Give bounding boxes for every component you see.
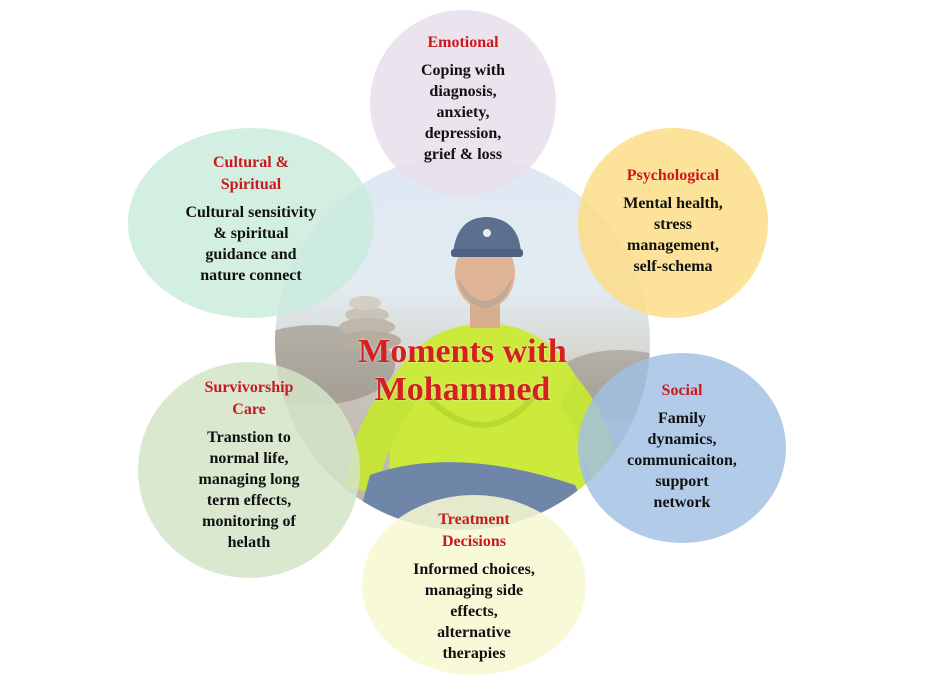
- cultural-title-line1: Cultural &: [213, 154, 289, 171]
- social-line: network: [653, 494, 711, 511]
- psychological-line: stress: [654, 216, 692, 233]
- survivorship-line: Transtion to: [207, 429, 291, 446]
- cultural-spiritual-body: Cultural sensitivity & spiritual guidanc…: [128, 202, 374, 286]
- treatment-title: Treatment Decisions: [362, 509, 586, 553]
- survivorship-line: managing long: [198, 471, 300, 488]
- emotional-line: diagnosis,: [429, 83, 497, 100]
- cultural-spiritual-title: Cultural & Spiritual: [128, 152, 374, 196]
- survivorship-line: monitoring of: [202, 513, 296, 530]
- psychological-circle: Psychological Mental health, stress mana…: [578, 128, 768, 318]
- social-title: Social: [661, 382, 703, 399]
- emotional-line: Coping with: [420, 62, 506, 79]
- survivorship-title-line2: Care: [232, 401, 266, 418]
- social-line: Family: [658, 410, 706, 427]
- emotional-line: depression,: [424, 125, 502, 142]
- survivorship-care-circle: Survivorship Care Transtion to normal li…: [138, 362, 360, 578]
- treatment-line: managing side: [424, 582, 524, 599]
- psychological-body: Mental health, stress management, self-s…: [578, 193, 768, 277]
- social-line: support: [655, 473, 709, 490]
- psychological-title: Psychological: [626, 167, 720, 184]
- emotional-body: Coping with diagnosis, anxiety, depressi…: [370, 60, 556, 165]
- social-body: Family dynamics, communicaiton, support …: [578, 408, 786, 513]
- treatment-line: alternative: [437, 624, 511, 641]
- social-line: communicaiton,: [627, 452, 737, 469]
- treatment-line: therapies: [442, 645, 506, 662]
- social-circle: Social Family dynamics, communicaiton, s…: [578, 353, 786, 543]
- treatment-decisions-circle: Treatment Decisions Informed choices, ma…: [362, 495, 586, 675]
- emotional-circle: Emotional Coping with diagnosis, anxiety…: [370, 10, 556, 196]
- treatment-line: effects,: [450, 603, 498, 620]
- cultural-line: nature connect: [200, 267, 302, 284]
- psychological-line: self-schema: [633, 258, 713, 275]
- psychological-line: management,: [627, 237, 719, 254]
- survivorship-title: Survivorship Care: [138, 377, 360, 421]
- emotional-line: anxiety,: [436, 104, 490, 121]
- cultural-line: & spiritual: [213, 225, 289, 242]
- treatment-title-line1: Treatment: [438, 511, 510, 528]
- social-line: dynamics,: [647, 431, 717, 448]
- emotional-line: grief & loss: [423, 146, 503, 163]
- emotional-title: Emotional: [427, 34, 499, 51]
- treatment-line: Informed choices,: [413, 561, 535, 578]
- survivorship-line: term effects,: [206, 492, 292, 509]
- treatment-body: Informed choices, managing side effects,…: [362, 559, 586, 664]
- center-title: Moments with Mohammed: [275, 333, 650, 409]
- center-title-line1: Moments with: [358, 333, 567, 370]
- survivorship-title-line1: Survivorship: [204, 379, 294, 396]
- survivorship-line: helath: [227, 534, 271, 551]
- center-title-line2: Mohammed: [374, 371, 551, 408]
- cultural-line: Cultural sensitivity: [185, 204, 317, 221]
- survivorship-body: Transtion to normal life, managing long …: [138, 427, 360, 553]
- treatment-title-line2: Decisions: [442, 533, 506, 550]
- cultural-title-line2: Spiritual: [220, 176, 282, 193]
- survivorship-line: normal life,: [209, 450, 289, 467]
- cultural-spiritual-circle: Cultural & Spiritual Cultural sensitivit…: [128, 128, 374, 318]
- psychological-line: Mental health,: [623, 195, 723, 212]
- cultural-line: guidance and: [205, 246, 297, 263]
